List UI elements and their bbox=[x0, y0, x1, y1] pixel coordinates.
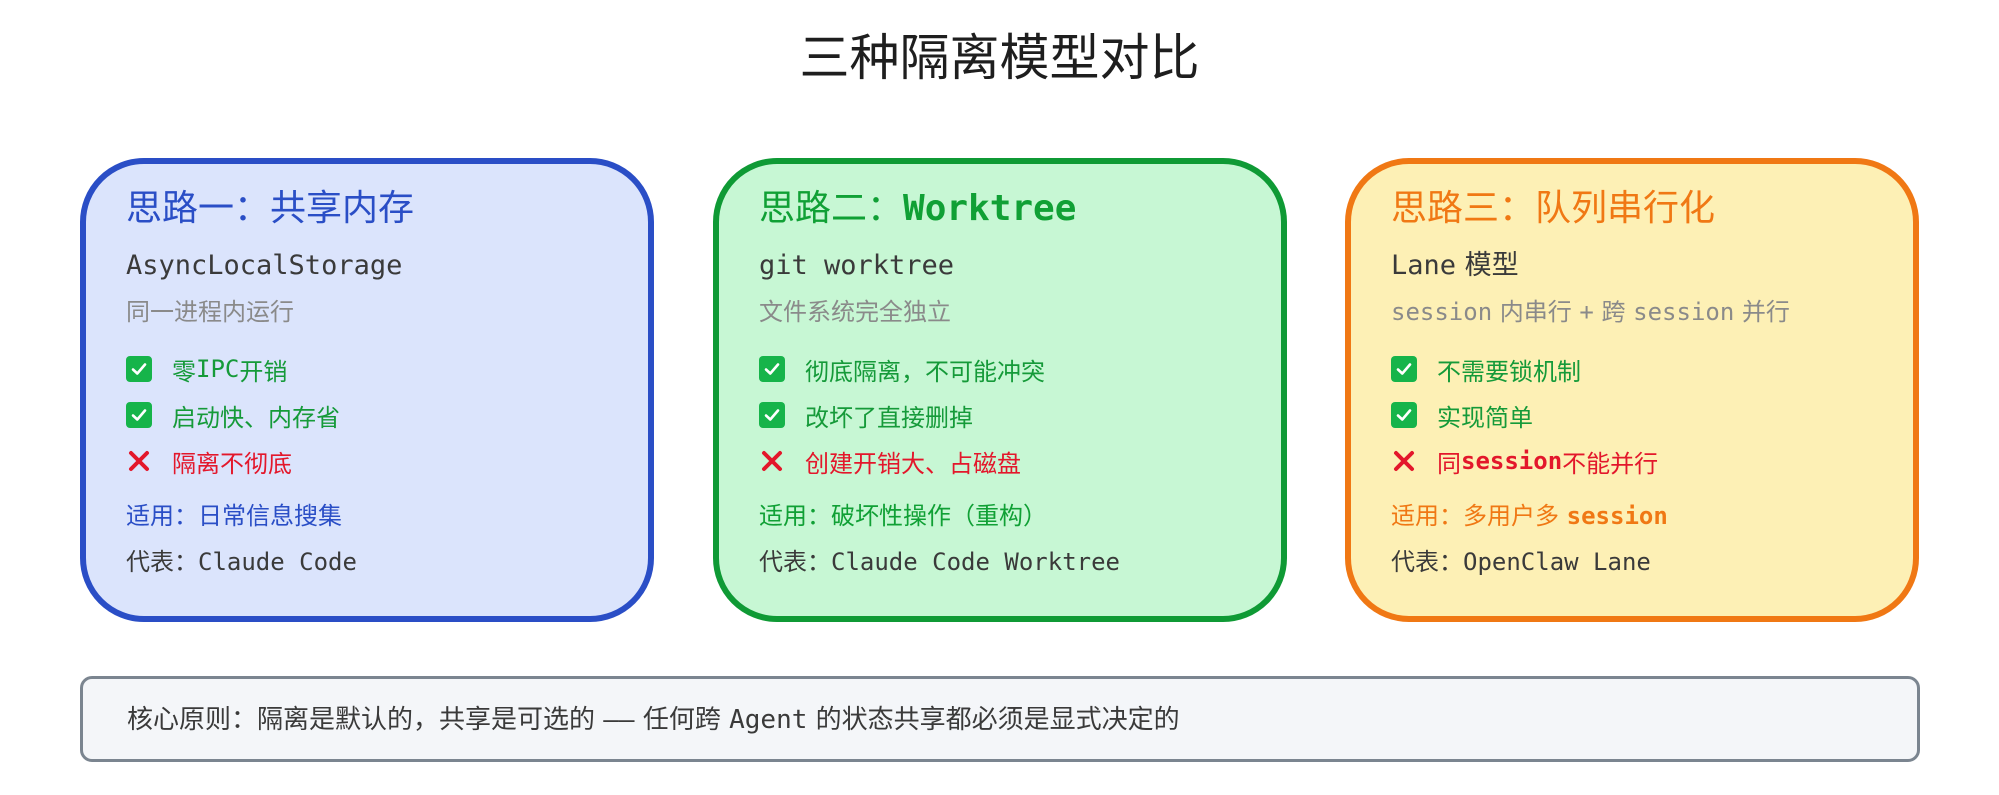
principle-agent: Agent bbox=[729, 705, 808, 735]
con-text: 同 bbox=[1437, 449, 1461, 478]
points-list: 彻底隔离，不可能冲突 改坏了直接删掉 创建开销大、占磁盘 bbox=[759, 346, 1045, 484]
representative: 代表：OpenClaw Lane bbox=[1391, 546, 1651, 578]
con-text: 隔离不彻底 bbox=[172, 449, 292, 478]
desc-part: 内串行 bbox=[1492, 298, 1580, 326]
desc-part: + bbox=[1579, 298, 1594, 326]
apply-value-mono: session bbox=[1566, 502, 1668, 530]
card-subtitle-mono: Lane bbox=[1391, 250, 1457, 281]
rep-value: Claude Code bbox=[198, 548, 357, 576]
applicable-scenario: 适用：破坏性操作（重构） bbox=[759, 500, 1047, 532]
applicable-scenario: 适用：日常信息搜集 bbox=[126, 500, 342, 532]
rep-value: Claude Code Worktree bbox=[831, 548, 1120, 576]
card-description: session 内串行 + 跨 session 并行 bbox=[1391, 296, 1790, 328]
desc-part: session bbox=[1391, 298, 1493, 326]
cross-icon bbox=[126, 448, 152, 474]
card-title-main: 共享内存 bbox=[270, 188, 415, 229]
apply-label: 适用： bbox=[1391, 502, 1463, 530]
desc-part: 并行 bbox=[1734, 298, 1790, 326]
check-icon bbox=[1391, 356, 1417, 382]
apply-label: 适用： bbox=[126, 502, 198, 530]
pro-text: 实现简单 bbox=[1437, 403, 1533, 432]
applicable-scenario: 适用：多用户多 session bbox=[1391, 500, 1668, 532]
card-subtitle: AsyncLocalStorage bbox=[126, 250, 403, 281]
rep-label: 代表： bbox=[126, 548, 198, 576]
con-text-tail: 不能并行 bbox=[1562, 449, 1659, 478]
apply-value: 多用户多 bbox=[1463, 502, 1567, 530]
card-subtitle: git worktree bbox=[759, 250, 955, 281]
pro-text-mono: IPC bbox=[196, 355, 240, 383]
principle-part: 核心原则：隔离是默认的，共享是可选的 bbox=[127, 705, 604, 735]
core-principle-text: 核心原则：隔离是默认的，共享是可选的 —— 任何跨 Agent 的状态共享都必须… bbox=[127, 703, 1180, 737]
principle-part: 任何跨 bbox=[634, 705, 730, 735]
check-icon bbox=[759, 402, 785, 428]
card-description: 文件系统完全独立 bbox=[759, 298, 951, 326]
pro-text-tail: 开销 bbox=[239, 357, 288, 386]
check-icon bbox=[126, 402, 152, 428]
check-icon bbox=[759, 356, 785, 382]
representative: 代表：Claude Code Worktree bbox=[759, 546, 1120, 578]
apply-value: 破坏性操作（重构） bbox=[831, 502, 1047, 530]
card-subtitle: Lane 模型 bbox=[1391, 248, 1519, 284]
con-item: 隔离不彻底 bbox=[126, 438, 340, 484]
pro-item: 不需要锁机制 bbox=[1391, 346, 1658, 392]
pro-item: 实现简单 bbox=[1391, 392, 1658, 438]
pro-item: 彻底隔离，不可能冲突 bbox=[759, 346, 1045, 392]
card-description: 同一进程内运行 bbox=[126, 298, 294, 326]
card-title-prefix: 思路三： bbox=[1391, 188, 1536, 229]
card-title-prefix: 思路二： bbox=[759, 188, 904, 229]
representative: 代表：Claude Code bbox=[126, 546, 357, 578]
core-principle-box: 核心原则：隔离是默认的，共享是可选的 —— 任何跨 Agent 的状态共享都必须… bbox=[80, 676, 1920, 762]
con-item: 同 session 不能并行 bbox=[1391, 438, 1658, 484]
pro-text: 零 bbox=[172, 357, 196, 386]
apply-value: 日常信息搜集 bbox=[198, 502, 342, 530]
card-title: 思路三：队列串行化 bbox=[1391, 184, 1715, 234]
desc-part: session bbox=[1633, 298, 1735, 326]
card-queue-serialization: 思路三：队列串行化 Lane 模型 session 内串行 + 跨 sessio… bbox=[1345, 158, 1919, 622]
desc-part: 跨 bbox=[1593, 298, 1634, 326]
card-worktree: 思路二：Worktree git worktree 文件系统完全独立 彻底隔离，… bbox=[713, 158, 1287, 622]
rep-label: 代表： bbox=[1391, 548, 1463, 576]
points-list: 不需要锁机制 实现简单 同 session 不能并行 bbox=[1391, 346, 1658, 484]
pro-item: 零 IPC 开销 bbox=[126, 346, 340, 392]
con-item: 创建开销大、占磁盘 bbox=[759, 438, 1045, 484]
cross-icon bbox=[759, 448, 785, 474]
card-title: 思路二：Worktree bbox=[759, 184, 1076, 234]
pro-item: 启动快、内存省 bbox=[126, 392, 340, 438]
pro-text: 改坏了直接删掉 bbox=[805, 403, 973, 432]
pro-text: 不需要锁机制 bbox=[1437, 357, 1581, 386]
pro-text: 启动快、内存省 bbox=[172, 403, 340, 432]
page-title: 三种隔离模型对比 bbox=[799, 29, 1200, 87]
con-text: 创建开销大、占磁盘 bbox=[805, 449, 1021, 478]
rep-value: OpenClaw Lane bbox=[1463, 548, 1651, 576]
con-text-mono: session bbox=[1461, 447, 1563, 475]
principle-dash: —— bbox=[603, 705, 635, 735]
card-title-prefix: 思路一： bbox=[126, 188, 271, 229]
card-title: 思路一：共享内存 bbox=[126, 184, 414, 234]
card-shared-memory: 思路一：共享内存 AsyncLocalStorage 同一进程内运行 零 IPC… bbox=[80, 158, 654, 622]
card-subtitle-text: 模型 bbox=[1456, 250, 1519, 281]
apply-label: 适用： bbox=[759, 502, 831, 530]
check-icon bbox=[126, 356, 152, 382]
cross-icon bbox=[1391, 448, 1417, 474]
pro-text: 彻底隔离，不可能冲突 bbox=[805, 357, 1045, 386]
check-icon bbox=[1391, 402, 1417, 428]
card-title-main: 队列串行化 bbox=[1535, 188, 1716, 229]
rep-label: 代表： bbox=[759, 548, 831, 576]
principle-part: 的状态共享都必须是显式决定的 bbox=[807, 705, 1180, 735]
pro-item: 改坏了直接删掉 bbox=[759, 392, 1045, 438]
points-list: 零 IPC 开销 启动快、内存省 隔离不彻底 bbox=[126, 346, 340, 484]
card-title-main: Worktree bbox=[903, 188, 1077, 229]
